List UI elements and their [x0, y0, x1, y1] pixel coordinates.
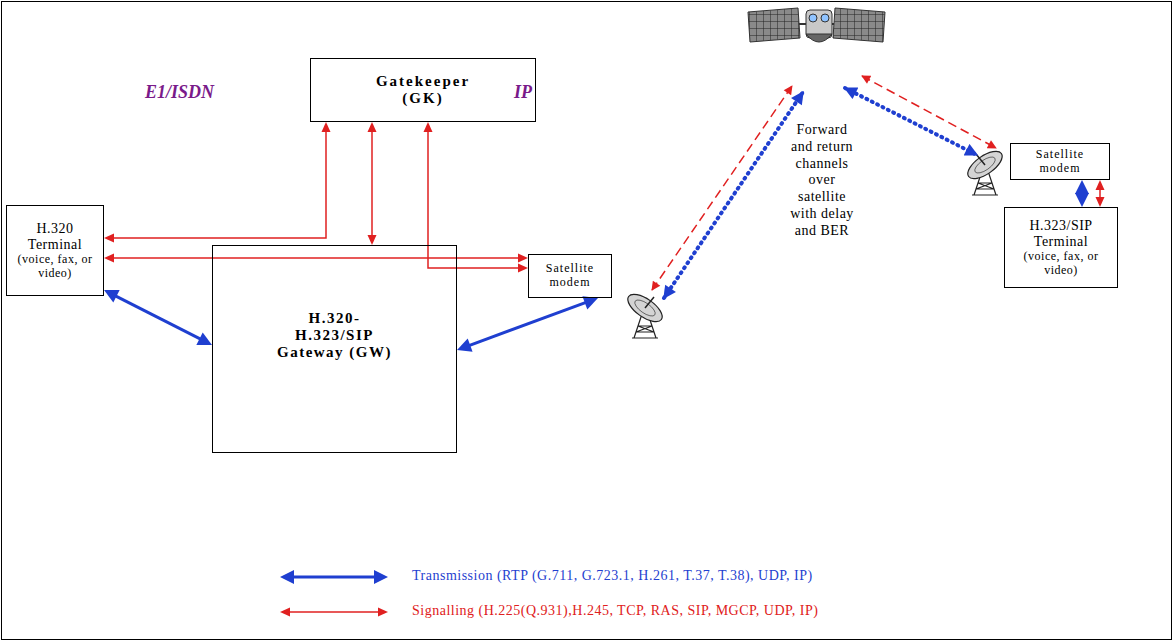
- arrow-head: [196, 332, 212, 345]
- satellite-dish: [806, 34, 832, 42]
- box-title: H.320 Terminal: [12, 221, 98, 253]
- satellite-lens: [821, 14, 829, 22]
- box-title: H.320- H.323/SIP Gateway (GW): [275, 310, 395, 362]
- transmission-arrow: [104, 290, 212, 345]
- arrow-head: [1096, 197, 1105, 207]
- solar-panel: [748, 8, 800, 42]
- process-box: H.323/SIP Terminal(voice, fax, or video): [1004, 207, 1118, 288]
- satellite-link: [664, 92, 803, 298]
- solar-panel: [833, 8, 885, 42]
- box-title: Satellite modem: [1016, 148, 1104, 176]
- arrow-head: [322, 122, 331, 132]
- arrow-head: [104, 234, 114, 243]
- satellite-link: [652, 86, 792, 290]
- connector-line: [288, 576, 379, 579]
- satellite-link: [845, 88, 977, 155]
- transmission-arrow: [1075, 180, 1089, 207]
- process-box: Satellite modem: [1010, 143, 1110, 180]
- legend-text: Transmission (RTP (G.711, G.723.1, H.261…: [412, 568, 813, 585]
- arrow-head: [457, 339, 473, 352]
- dish-reflector: [632, 297, 657, 319]
- arrow-head: [582, 296, 598, 309]
- signalling-arrow: [104, 254, 528, 263]
- dish-antenna: [963, 146, 1006, 195]
- dish-feed: [976, 154, 985, 165]
- satellite-icon: [748, 8, 885, 42]
- network-label: IP: [514, 82, 554, 104]
- connector-line: [286, 611, 382, 613]
- arrow-head: [374, 570, 388, 584]
- arrow-head: [1096, 180, 1105, 190]
- signalling-arrow: [104, 122, 331, 243]
- connector-line: [371, 128, 373, 239]
- satellite-link: [862, 76, 996, 148]
- arrow-head: [1075, 193, 1089, 207]
- process-box: H.320 Terminal(voice, fax, or video): [6, 205, 104, 296]
- connector-line: [110, 257, 522, 259]
- box-title: Satellite modem: [534, 262, 606, 290]
- arrow-head: [1075, 180, 1089, 194]
- legend-sample: [280, 608, 388, 617]
- connector-line: [465, 301, 590, 347]
- signalling-arrow: [1096, 180, 1105, 207]
- connector-line: [110, 128, 326, 238]
- satellite-lens: [809, 14, 817, 22]
- dish-reflector: [623, 289, 666, 327]
- network-label: E1/ISDN: [145, 82, 255, 104]
- dish-antenna: [623, 289, 666, 338]
- arrow-head: [378, 608, 388, 617]
- signalling-arrow: [368, 122, 377, 245]
- legend-sample: [280, 570, 388, 584]
- arrow-head: [104, 254, 114, 263]
- arrow-head: [424, 122, 433, 132]
- arrow-head: [518, 254, 528, 263]
- arrow-head: [280, 608, 290, 617]
- arrow-head: [518, 264, 528, 273]
- process-box: H.320- H.323/SIP Gateway (GW): [212, 245, 457, 453]
- channel-note: Forward and return channels over satelli…: [784, 122, 860, 240]
- arrow-head: [368, 122, 377, 132]
- arrow-head: [280, 570, 294, 584]
- process-box: Gatekeeper (GK): [310, 58, 536, 122]
- box-note: (voice, fax, or video): [12, 253, 98, 281]
- dish-reflector: [972, 154, 997, 176]
- connector-line: [428, 128, 522, 268]
- connector-line: [111, 294, 204, 341]
- dish-feed: [645, 297, 654, 308]
- box-title: H.323/SIP Terminal: [1010, 218, 1112, 250]
- legend-text: Signalling (H.225(Q.931),H.245, TCP, RAS…: [412, 603, 818, 620]
- box-note: (voice, fax, or video): [1010, 250, 1112, 278]
- arrow-head: [368, 235, 377, 245]
- process-box: Satellite modem: [528, 254, 612, 298]
- signalling-arrow: [424, 122, 529, 273]
- transmission-arrow: [457, 296, 598, 351]
- box-title: Gatekeeper (GK): [358, 73, 488, 108]
- arrow-head: [104, 290, 120, 303]
